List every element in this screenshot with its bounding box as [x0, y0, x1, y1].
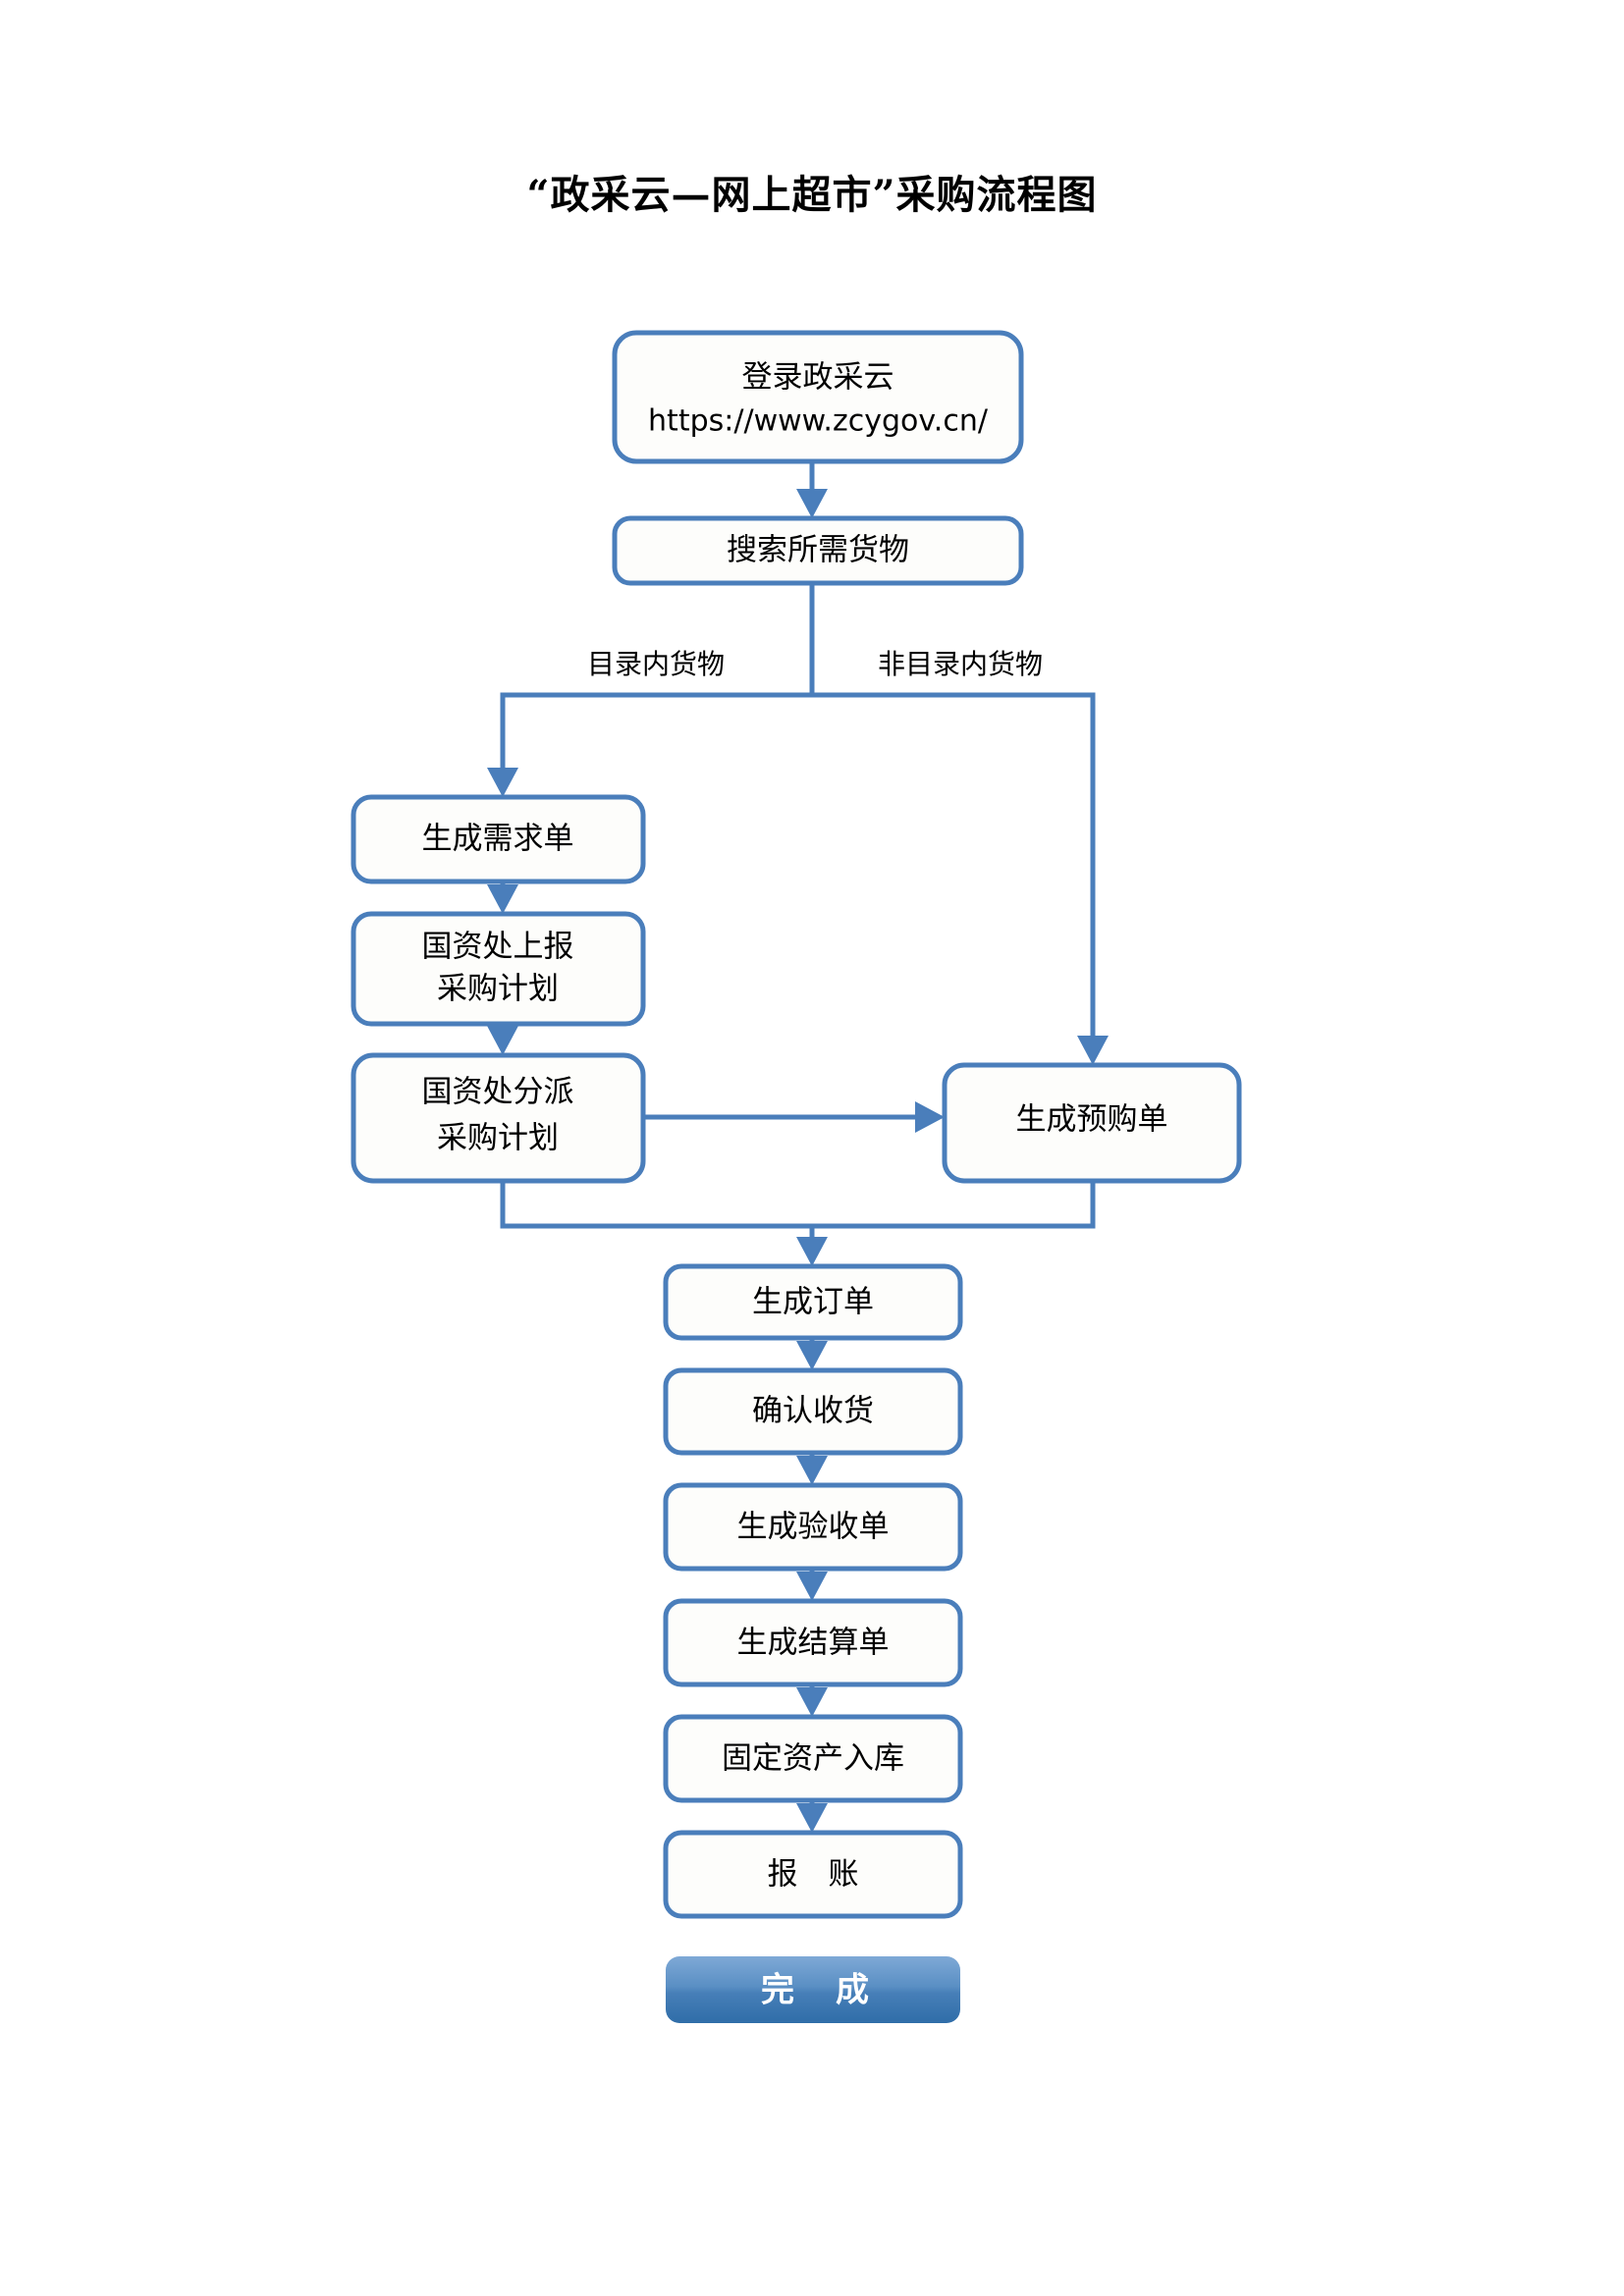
node-report-plan-label-line2: 采购计划 [437, 972, 559, 1007]
node-settlement-shape[interactable] [663, 1598, 963, 1687]
node-order[interactable]: 生成订单 [663, 1263, 963, 1341]
edge-order-to-confirm [796, 1338, 828, 1370]
node-assign-plan-label-line2: 采购计划 [437, 1121, 559, 1156]
node-login-shape[interactable] [612, 330, 1024, 464]
edge-assign-plan-to-order [500, 1181, 812, 1229]
node-login[interactable]: 登录政采云 https://www.zcygov.cn/ [612, 330, 1024, 464]
node-report-plan[interactable]: 国资处上报 采购计划 [351, 911, 646, 1027]
node-confirm-shape[interactable] [663, 1367, 963, 1456]
edge-demand-to-report-plan [487, 881, 518, 914]
node-search[interactable]: 搜索所需货物 [612, 515, 1024, 586]
edge-label-in-catalog: 目录内货物 [587, 648, 725, 680]
edge-acceptance-to-settlement [796, 1569, 828, 1601]
finish-button-label: 完 成 [761, 1971, 873, 2010]
finish-button-shape[interactable] [666, 1956, 960, 2023]
node-demand[interactable]: 生成需求单 [351, 794, 646, 884]
edge-label-out-of-catalog: 非目录内货物 [878, 648, 1043, 680]
node-asset-entry-label: 固定资产入库 [722, 1741, 904, 1777]
node-reimburse-shape[interactable] [663, 1830, 963, 1919]
node-acceptance[interactable]: 生成验收单 [663, 1482, 963, 1572]
node-reimburse-label: 报 账 [768, 1857, 859, 1893]
node-reimburse[interactable]: 报 账 [663, 1830, 963, 1919]
node-settlement[interactable]: 生成结算单 [663, 1598, 963, 1687]
edge-search-to-demand [487, 692, 812, 797]
node-demand-shape[interactable] [351, 794, 646, 884]
edge-search-to-preorder [812, 692, 1109, 1065]
node-preorder[interactable]: 生成预购单 [942, 1062, 1242, 1184]
node-search-shape[interactable] [612, 515, 1024, 586]
node-login-label-line1: 登录政采云 [742, 360, 894, 396]
edge-assign-plan-to-preorder [643, 1101, 945, 1133]
node-settlement-label: 生成结算单 [737, 1626, 890, 1661]
edge-preorder-to-order [796, 1181, 1096, 1266]
edge-report-plan-to-assign-plan [487, 1024, 518, 1055]
finish-button[interactable]: 完 成 [666, 1956, 960, 2023]
node-order-shape[interactable] [663, 1263, 963, 1341]
edge-confirm-to-acceptance [796, 1453, 828, 1485]
node-search-label: 搜索所需货物 [727, 533, 909, 568]
node-demand-label: 生成需求单 [422, 822, 574, 857]
node-assign-plan-shape[interactable] [351, 1052, 646, 1184]
node-acceptance-label: 生成验收单 [737, 1510, 890, 1545]
node-acceptance-shape[interactable] [663, 1482, 963, 1572]
edge-asset-entry-to-reimburse [796, 1800, 828, 1833]
node-preorder-shape[interactable] [942, 1062, 1242, 1184]
node-report-plan-shape[interactable] [351, 911, 646, 1027]
node-asset-entry[interactable]: 固定资产入库 [663, 1714, 963, 1803]
node-login-label-line2: https://www.zcygov.cn/ [648, 404, 989, 439]
node-confirm-label: 确认收货 [752, 1394, 874, 1429]
node-report-plan-label-line1: 国资处上报 [422, 930, 574, 965]
node-assign-plan-label-line1: 国资处分派 [422, 1075, 574, 1110]
page-title: “政采云—网上超市”采购流程图 [526, 172, 1098, 218]
node-confirm[interactable]: 确认收货 [663, 1367, 963, 1456]
node-assign-plan[interactable]: 国资处分派 采购计划 [351, 1052, 646, 1184]
edge-settlement-to-asset-entry [796, 1684, 828, 1717]
edge-login-to-search [796, 461, 828, 518]
node-preorder-label: 生成预购单 [1016, 1102, 1168, 1138]
node-order-label: 生成订单 [752, 1285, 874, 1320]
node-asset-entry-shape[interactable] [663, 1714, 963, 1803]
